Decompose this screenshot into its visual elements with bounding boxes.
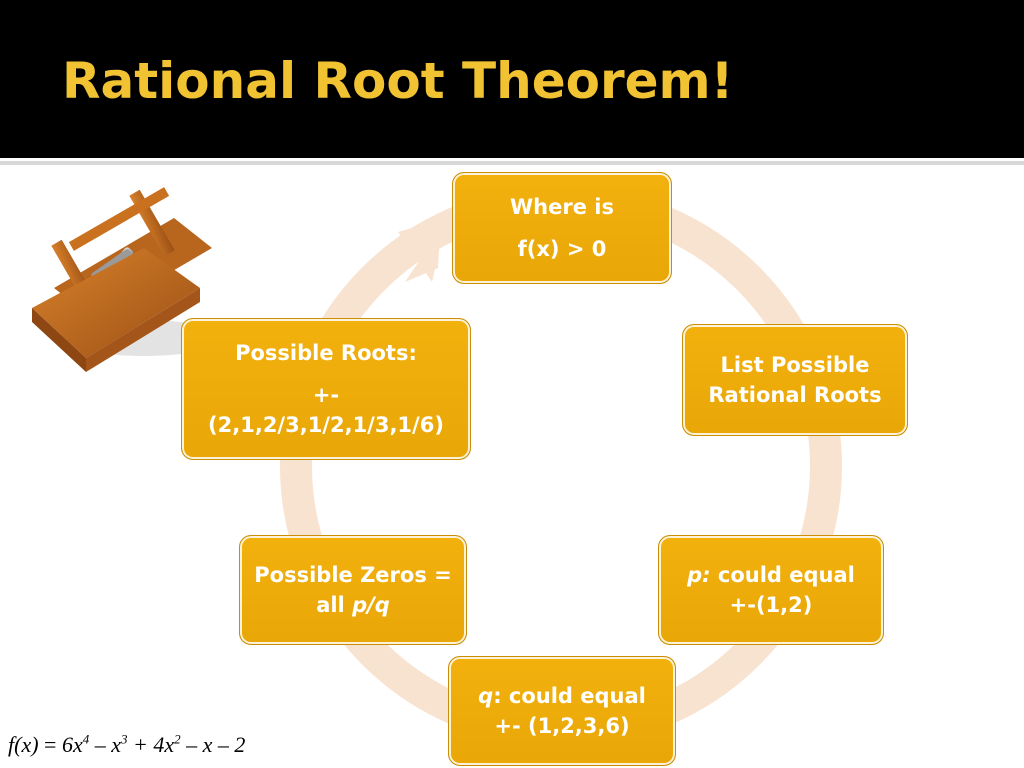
formula-term: – x – 2 [180,732,246,757]
node-text: f(x) > 0 [517,237,607,261]
node-text: (2,1,2/3,1/2,1/3,1/6) [208,413,444,437]
node-text: +- (1,2,3,6) [494,714,630,738]
node-text: Where is [510,195,614,219]
node-text: all p/q [316,590,390,620]
formula-term: + 4x [127,732,175,757]
formula-exponent: 3 [120,731,128,747]
cycle-node-q-values: q: could equal +- (1,2,3,6) [448,656,676,766]
polynomial-formula: f(x) = 6x4 – x3 + 4x2 – x – 2 [8,732,245,758]
formula-fx: f(x) [8,732,39,757]
formula-exponent: 2 [174,731,181,747]
node-text: Possible Zeros = [254,563,452,587]
cycle-node-possible-roots: Possible Roots: +- (2,1,2/3,1/2,1/3,1/6) [181,318,471,460]
node-text: Rational Roots [708,383,882,407]
node-text: p: could equal [687,560,855,590]
node-text: Possible Roots: [235,341,417,365]
cycle-node-list-possible-roots: List Possible Rational Roots [682,324,908,436]
cycle-node-p-values: p: could equal +-(1,2) [658,535,884,645]
formula-equals: = [38,732,62,757]
slide-title: Rational Root Theorem! [62,52,734,110]
cycle-node-where-is: Where is f(x) > 0 [452,172,672,284]
cycle-node-possible-zeros: Possible Zeros = all p/q [239,535,467,645]
formula-term: – x [89,732,121,757]
q-symbol: q [478,684,494,708]
title-bar [0,0,1024,158]
node-text: +- [312,383,340,407]
title-divider [0,161,1024,165]
p-over-q: p/q [352,593,390,617]
node-text: List Possible [720,353,870,377]
node-text-rest: could equal [710,563,855,587]
node-text-plain: all [316,593,353,617]
node-text: q: could equal [478,681,646,711]
node-text: +-(1,2) [729,593,813,617]
node-text-rest: : could equal [493,684,646,708]
formula-exponent: 4 [82,731,90,747]
formula-term: 6x [61,732,83,757]
p-symbol: p: [687,563,711,587]
